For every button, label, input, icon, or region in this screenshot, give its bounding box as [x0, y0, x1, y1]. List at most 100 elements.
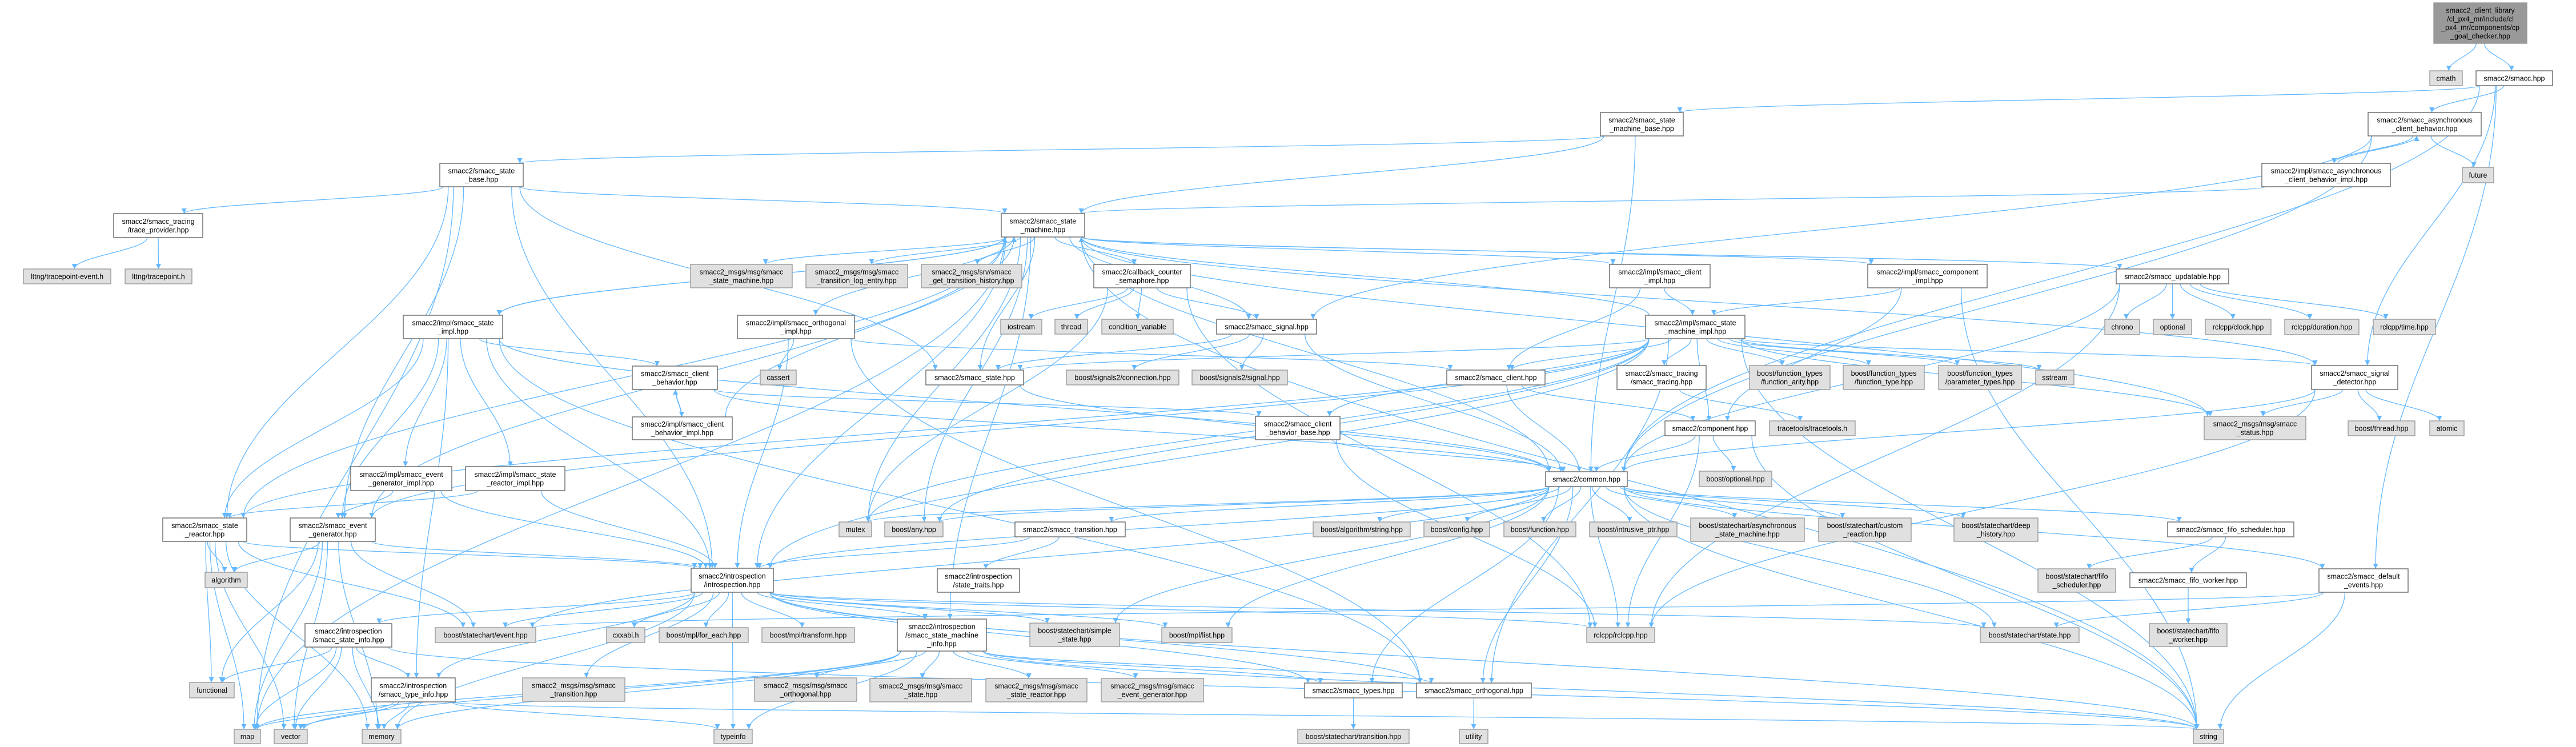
graph-node-srimpl[interactable]: smacc2/impl/smacc_state_reactor_impl.hpp — [465, 466, 565, 491]
node-label-line: algorithm — [211, 576, 240, 584]
graph-node-compimpl[interactable]: smacc2/impl/smacc_component_impl.hpp — [1867, 264, 1988, 288]
graph-node-fifosch[interactable]: smacc2/smacc_fifo_scheduler.hpp — [2167, 521, 2294, 537]
graph-node-future[interactable]: future — [2462, 167, 2494, 183]
graph-node-algstr[interactable]: boost/algorithm/string.hpp — [1313, 521, 1411, 537]
graph-node-sstream[interactable]: sstream — [2035, 370, 2075, 385]
graph-node-bstate[interactable]: boost/statechart/state.hpp — [1980, 627, 2080, 643]
graph-node-vector[interactable]: vector — [274, 729, 308, 744]
graph-node-tt[interactable]: tracetools/tracetools.h — [1769, 420, 1856, 436]
graph-node-tinfo[interactable]: smacc2/introspection/smacc_type_info.hpp — [371, 677, 456, 702]
graph-node-msgsr[interactable]: smacc2_msgs/msg/smacc_state_reactor.hpp — [985, 678, 1088, 702]
graph-node-oimpl[interactable]: smacc2/impl/smacc_orthogonal_impl.hpp — [737, 315, 855, 339]
graph-node-cmath[interactable]: cmath — [2429, 70, 2463, 86]
graph-node-farity[interactable]: boost/function_types/function_arity.hpp — [1749, 365, 1831, 390]
graph-node-acbi[interactable]: smacc2/impl/smacc_asynchronous_client_be… — [2261, 163, 2391, 187]
graph-node-foreach[interactable]: boost/mpl/for_each.hpp — [659, 627, 749, 643]
graph-node-ftype[interactable]: boost/function_types/function_type.hpp — [1843, 365, 1925, 390]
graph-node-config[interactable]: boost/config.hpp — [1423, 521, 1490, 537]
graph-node-sr[interactable]: smacc2/smacc_state_reactor.hpp — [162, 517, 247, 542]
graph-node-custom[interactable]: boost/statechart/custom_reaction.hpp — [1818, 517, 1912, 542]
graph-node-bsig[interactable]: boost/signals2/signal.hpp — [1191, 370, 1288, 385]
graph-node-algorithm[interactable]: algorithm — [204, 572, 248, 588]
graph-node-bthread[interactable]: boost/thread.hpp — [2348, 420, 2415, 436]
graph-node-tracing[interactable]: smacc2/smacc_tracing/smacc_tracing.hpp — [1616, 365, 1707, 390]
graph-node-mutex[interactable]: mutex — [838, 521, 872, 537]
graph-node-time[interactable]: rclcpp/time.hpp — [2373, 319, 2436, 335]
graph-node-cxxabi[interactable]: cxxabi.h — [606, 627, 645, 643]
graph-node-status[interactable]: smacc2_msgs/msg/smacc_status.hpp — [2204, 416, 2306, 440]
graph-node-introsp[interactable]: smacc2/introspection/introspection.hpp — [691, 568, 774, 593]
graph-node-boptional[interactable]: boost/optional.hpp — [1699, 471, 1772, 487]
graph-node-thread[interactable]: thread — [1054, 319, 1088, 335]
graph-node-srvgth[interactable]: smacc2_msgs/srv/smacc_get_transition_his… — [921, 264, 1022, 288]
graph-node-msgtle[interactable]: smacc2_msgs/msg/smacc_transition_log_ent… — [805, 264, 908, 288]
graph-node-sm[interactable]: smacc2/smacc_state_machine.hpp — [1001, 213, 1085, 238]
graph-node-client[interactable]: smacc2/smacc_client.hpp — [1446, 370, 1546, 385]
graph-node-simpl[interactable]: smacc2/impl/smacc_state_impl.hpp — [403, 315, 503, 339]
graph-node-eg[interactable]: smacc2/smacc_event_generator.hpp — [290, 517, 376, 542]
graph-node-upd[interactable]: smacc2/smacc_updatable.hpp — [2116, 268, 2229, 284]
graph-node-msgsm[interactable]: smacc2_msgs/msg/smacc_state_machine.hpp — [690, 264, 793, 288]
graph-node-state[interactable]: smacc2/smacc_state.hpp — [925, 370, 1024, 385]
graph-node-lttev[interactable]: lttng/tracepoint-event.h — [23, 268, 111, 284]
graph-node-egimpl[interactable]: smacc2/impl/smacc_event_generator_impl.h… — [350, 466, 452, 491]
graph-node-fifow[interactable]: smacc2/smacc_fifo_worker.hpp — [2129, 572, 2247, 588]
graph-node-cbb[interactable]: smacc2/smacc_client_behavior_base.hpp — [1255, 416, 1341, 440]
graph-node-rclcpp[interactable]: rclcpp/rclcpp.hpp — [1586, 627, 1655, 643]
graph-node-cb[interactable]: smacc2/smacc_client_behavior.hpp — [632, 366, 718, 390]
graph-node-btrans[interactable]: boost/statechart/transition.hpp — [1297, 729, 1410, 744]
graph-node-iostream[interactable]: iostream — [1000, 319, 1042, 335]
graph-node-smacc[interactable]: smacc2/smacc.hpp — [2475, 70, 2553, 86]
graph-node-chrono[interactable]: chrono — [2104, 319, 2140, 335]
graph-node-msgstate[interactable]: smacc2_msgs/msg/smacc_state.hpp — [869, 678, 972, 702]
graph-node-smimpl[interactable]: smacc2/impl/smacc_state_machine_impl.hpp — [1645, 315, 1746, 339]
graph-node-common[interactable]: smacc2/common.hpp — [1545, 471, 1628, 487]
graph-node-acb[interactable]: smacc2/smacc_asynchronous_client_behavio… — [2368, 112, 2482, 136]
graph-node-iptr[interactable]: boost/intrusive_ptr.hpp — [1589, 521, 1678, 537]
graph-node-conn[interactable]: boost/signals2/connection.hpp — [1066, 370, 1179, 385]
graph-node-trace[interactable]: smacc2/smacc_tracing/trace_provider.hpp — [113, 213, 203, 238]
graph-node-comp[interactable]: smacc2/component.hpp — [1664, 420, 1756, 436]
graph-node-types[interactable]: smacc2/smacc_types.hpp — [1304, 682, 1403, 698]
graph-node-deep[interactable]: boost/statechart/deep_history.hpp — [1953, 517, 2039, 542]
graph-node-bfifow[interactable]: boost/statechart/fifo_worker.hpp — [2149, 623, 2228, 647]
graph-node-lttp[interactable]: lttng/tracepoint.h — [125, 268, 192, 284]
graph-node-transform[interactable]: boost/mpl/transform.hpp — [761, 627, 855, 643]
graph-node-msgorth[interactable]: smacc2_msgs/msg/smacc_orthogonal.hpp — [754, 677, 857, 702]
graph-node-sbase[interactable]: smacc2/smacc_state_base.hpp — [439, 163, 524, 187]
graph-node-defev[interactable]: smacc2/smacc_default_events.hpp — [2318, 568, 2409, 593]
graph-node-list[interactable]: boost/mpl/list.hpp — [1161, 627, 1233, 643]
graph-node-msgtrans[interactable]: smacc2_msgs/msg/smacc_transition.hpp — [522, 677, 625, 702]
graph-node-bany[interactable]: boost/any.hpp — [884, 521, 944, 537]
graph-node-map[interactable]: map — [234, 729, 261, 744]
graph-node-trans[interactable]: smacc2/smacc_transition.hpp — [1014, 521, 1126, 537]
graph-node-duration[interactable]: rclcpp/duration.hpp — [2284, 319, 2360, 335]
graph-node-signal[interactable]: smacc2/smacc_signal.hpp — [1216, 319, 1317, 335]
graph-node-optional[interactable]: optional — [2153, 319, 2192, 335]
graph-node-memory[interactable]: memory — [362, 729, 402, 744]
graph-node-typeinfo[interactable]: typeinfo — [713, 729, 753, 744]
graph-node-bfunc[interactable]: boost/function.hpp — [1503, 521, 1576, 537]
graph-node-asm[interactable]: boost/statechart/asynchronous_state_mach… — [1690, 517, 1805, 542]
graph-node-msgeg[interactable]: smacc2_msgs/msg/smacc_event_generator.hp… — [1101, 678, 1204, 702]
graph-node-event[interactable]: boost/statechart/event.hpp — [435, 627, 536, 643]
graph-node-string[interactable]: string — [2193, 729, 2224, 744]
graph-node-smb[interactable]: smacc2/smacc_state_machine_base.hpp — [1600, 112, 1684, 136]
graph-node-straits[interactable]: smacc2/introspection/state_traits.hpp — [937, 568, 1020, 593]
graph-node-sminfo[interactable]: smacc2/introspection/smacc_state_machine… — [897, 619, 987, 652]
graph-node-cassert[interactable]: cassert — [760, 370, 797, 385]
graph-node-clock[interactable]: rclcpp/clock.hpp — [2205, 319, 2272, 335]
graph-node-sinfo[interactable]: smacc2/introspection/smacc_state_info.hp… — [304, 623, 392, 648]
graph-node-bfifosch[interactable]: boost/statechart/fifo_scheduler.hpp — [2037, 568, 2116, 593]
graph-node-orth[interactable]: smacc2/smacc_orthogonal.hpp — [1416, 682, 1532, 698]
graph-node-sdet[interactable]: smacc2/smacc_signal_detector.hpp — [2311, 365, 2398, 390]
graph-node-simple[interactable]: boost/statechart/simple_state.hpp — [1029, 622, 1120, 647]
graph-node-functional[interactable]: functional — [189, 682, 235, 698]
graph-node-ccs[interactable]: smacc2/callback_counter_semaphore.hpp — [1093, 264, 1191, 288]
graph-node-ptypes[interactable]: boost/function_types/parameter_types.hpp — [1938, 365, 2022, 390]
graph-node-condvar[interactable]: condition_variable — [1101, 319, 1174, 335]
graph-node-cbimpl[interactable]: smacc2/impl/smacc_client_behavior_impl.h… — [632, 416, 733, 440]
graph-node-atomic[interactable]: atomic — [2429, 420, 2465, 436]
graph-node-cimpl[interactable]: smacc2/impl/smacc_client_impl.hpp — [1609, 264, 1711, 288]
graph-node-utility[interactable]: utility — [1459, 729, 1488, 744]
